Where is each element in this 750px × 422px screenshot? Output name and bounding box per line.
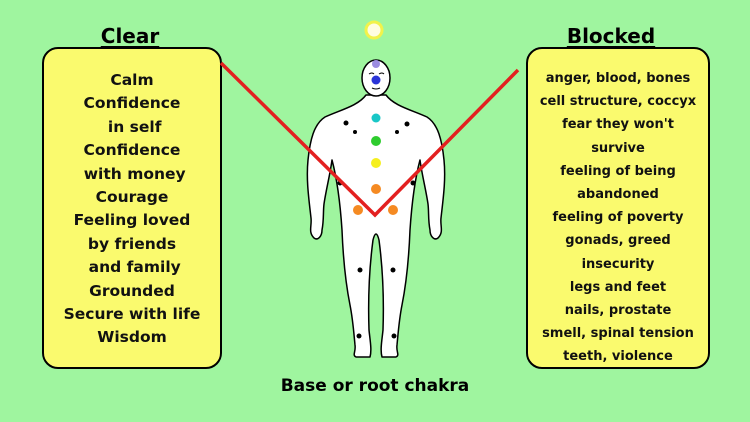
blocked-item: abandoned (577, 187, 659, 203)
chakra-dot-solar (371, 136, 381, 146)
chakra-dot-root-left (353, 205, 363, 215)
blocked-item: anger, blood, bones (545, 71, 691, 86)
v-connector-line (219, 61, 520, 218)
blocked-heading: Blocked (566, 24, 656, 48)
chakra-dot-heart (371, 113, 381, 123)
blocked-item: smell, spinal tension (542, 326, 694, 342)
clear-item: Feeling loved (73, 211, 191, 230)
blocked-item: feeling of being (560, 163, 676, 179)
chakra-dot-third-eye (372, 60, 380, 68)
clear-item: by friends (87, 234, 177, 253)
blocked-list: anger, blood, bones cell structure, cocc… (528, 67, 708, 369)
clear-item: Grounded (89, 281, 175, 300)
blocked-list-box: anger, blood, bones cell structure, cocc… (526, 47, 710, 369)
clear-item: Wisdom (97, 328, 167, 347)
clear-list: Calm Confidence in self Confidence with … (44, 69, 220, 350)
blocked-item: nails, prostate (564, 303, 672, 319)
clear-item: Courage (95, 188, 169, 207)
blocked-item: teeth, violence (563, 349, 673, 365)
chakra-dot-navel (371, 184, 381, 194)
chakra-dot-sacral (371, 158, 381, 168)
clear-item: and family (83, 258, 181, 277)
blocked-item: feeling of poverty (552, 210, 684, 226)
chakra-dot-throat (371, 75, 381, 85)
chakra-dot-root-right (388, 205, 398, 215)
clear-item: in self (102, 117, 162, 136)
blocked-item: survive (591, 140, 645, 156)
caption: Base or root chakra (280, 376, 470, 396)
chakra-dots (353, 60, 398, 215)
clear-list-box: Calm Confidence in self Confidence with … (42, 47, 222, 369)
blocked-item: fear they won't (562, 117, 674, 133)
body-outline (306, 59, 446, 358)
crown-chakra (364, 20, 384, 40)
body-silhouette (306, 94, 446, 358)
clear-heading: Clear (100, 24, 160, 48)
clear-item: with money (78, 164, 186, 183)
clear-item: Confidence (83, 94, 181, 113)
blocked-item: insecurity (581, 256, 655, 272)
clear-item: Calm (110, 71, 154, 89)
black-dots (337, 120, 416, 339)
blocked-item: gonads, greed (565, 233, 671, 249)
blocked-item: cell structure, coccyx (539, 94, 697, 110)
clear-item: Confidence (83, 141, 181, 160)
blocked-item: legs and feet (569, 279, 667, 295)
clear-item: Secure with life (63, 305, 201, 324)
